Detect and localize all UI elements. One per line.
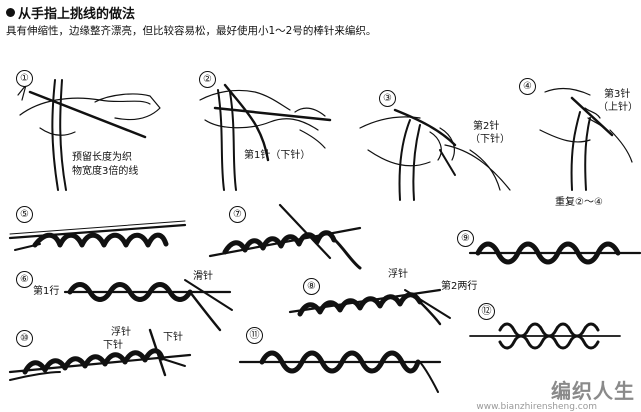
step-number-3: ③	[379, 90, 396, 107]
label-reserve-line-2: 物宽度3倍的线	[72, 166, 139, 177]
step8-illustration	[288, 288, 451, 326]
step3-illustration	[359, 108, 511, 201]
step2-illustration	[199, 83, 332, 191]
watermark-logo: 编织人生	[551, 379, 635, 403]
label-float-2: 浮针	[111, 327, 131, 338]
step9-illustration	[468, 241, 641, 265]
label-needle-3a: 第3针	[604, 89, 631, 100]
step-number-2: ②	[199, 71, 216, 88]
step-number-5: ⑤	[16, 206, 33, 223]
step-number-8: ⑧	[303, 278, 320, 295]
step7-illustration	[208, 203, 362, 270]
page-title: 从手指上挑线的做法	[6, 3, 135, 22]
step12-illustration	[469, 322, 621, 350]
label-repeat: 重复②～④	[555, 197, 603, 208]
step-number-11: ⑪	[246, 327, 263, 344]
label-knit-b: 下针	[163, 332, 183, 343]
label-reserve-line: 预留长度为织	[72, 152, 132, 163]
step-number-9: ⑨	[457, 230, 474, 247]
label-float-1: 浮针	[388, 269, 408, 280]
step-number-6: ⑥	[16, 271, 33, 288]
step-number-12: ⑫	[478, 303, 495, 320]
label-slip-stitch: 滑针	[193, 271, 213, 282]
step1-illustration	[17, 79, 161, 191]
label-row-2: 第2两行	[441, 281, 478, 292]
step4-illustration	[539, 87, 633, 191]
label-needle-2a: 第2针	[473, 121, 500, 132]
label-row-1: 第1行	[33, 286, 60, 297]
step-number-7: ⑦	[229, 206, 246, 223]
step10-illustration	[8, 328, 192, 381]
step-number-10: ⑩	[16, 330, 33, 347]
label-needle-3b: （上针）	[598, 102, 638, 113]
step5-illustration	[8, 220, 187, 251]
bullet-icon	[6, 8, 15, 17]
step6-illustration	[63, 279, 233, 332]
label-knit-a: 下针	[103, 340, 123, 351]
label-needle-2b: （下针）	[470, 134, 510, 145]
step11-illustration	[238, 350, 442, 393]
watermark-url: www.bianzhirensheng.com	[476, 402, 597, 412]
step-number-1: ①	[16, 70, 33, 87]
label-needle-1: 第1针（下针）	[244, 150, 311, 161]
page-subtitle: 具有伸缩性，边缘整齐漂亮，但比较容易松，最好使用小1～2号的棒针来编织。	[6, 25, 377, 37]
step-number-4: ④	[519, 78, 536, 95]
title-text: 从手指上挑线的做法	[18, 7, 136, 22]
